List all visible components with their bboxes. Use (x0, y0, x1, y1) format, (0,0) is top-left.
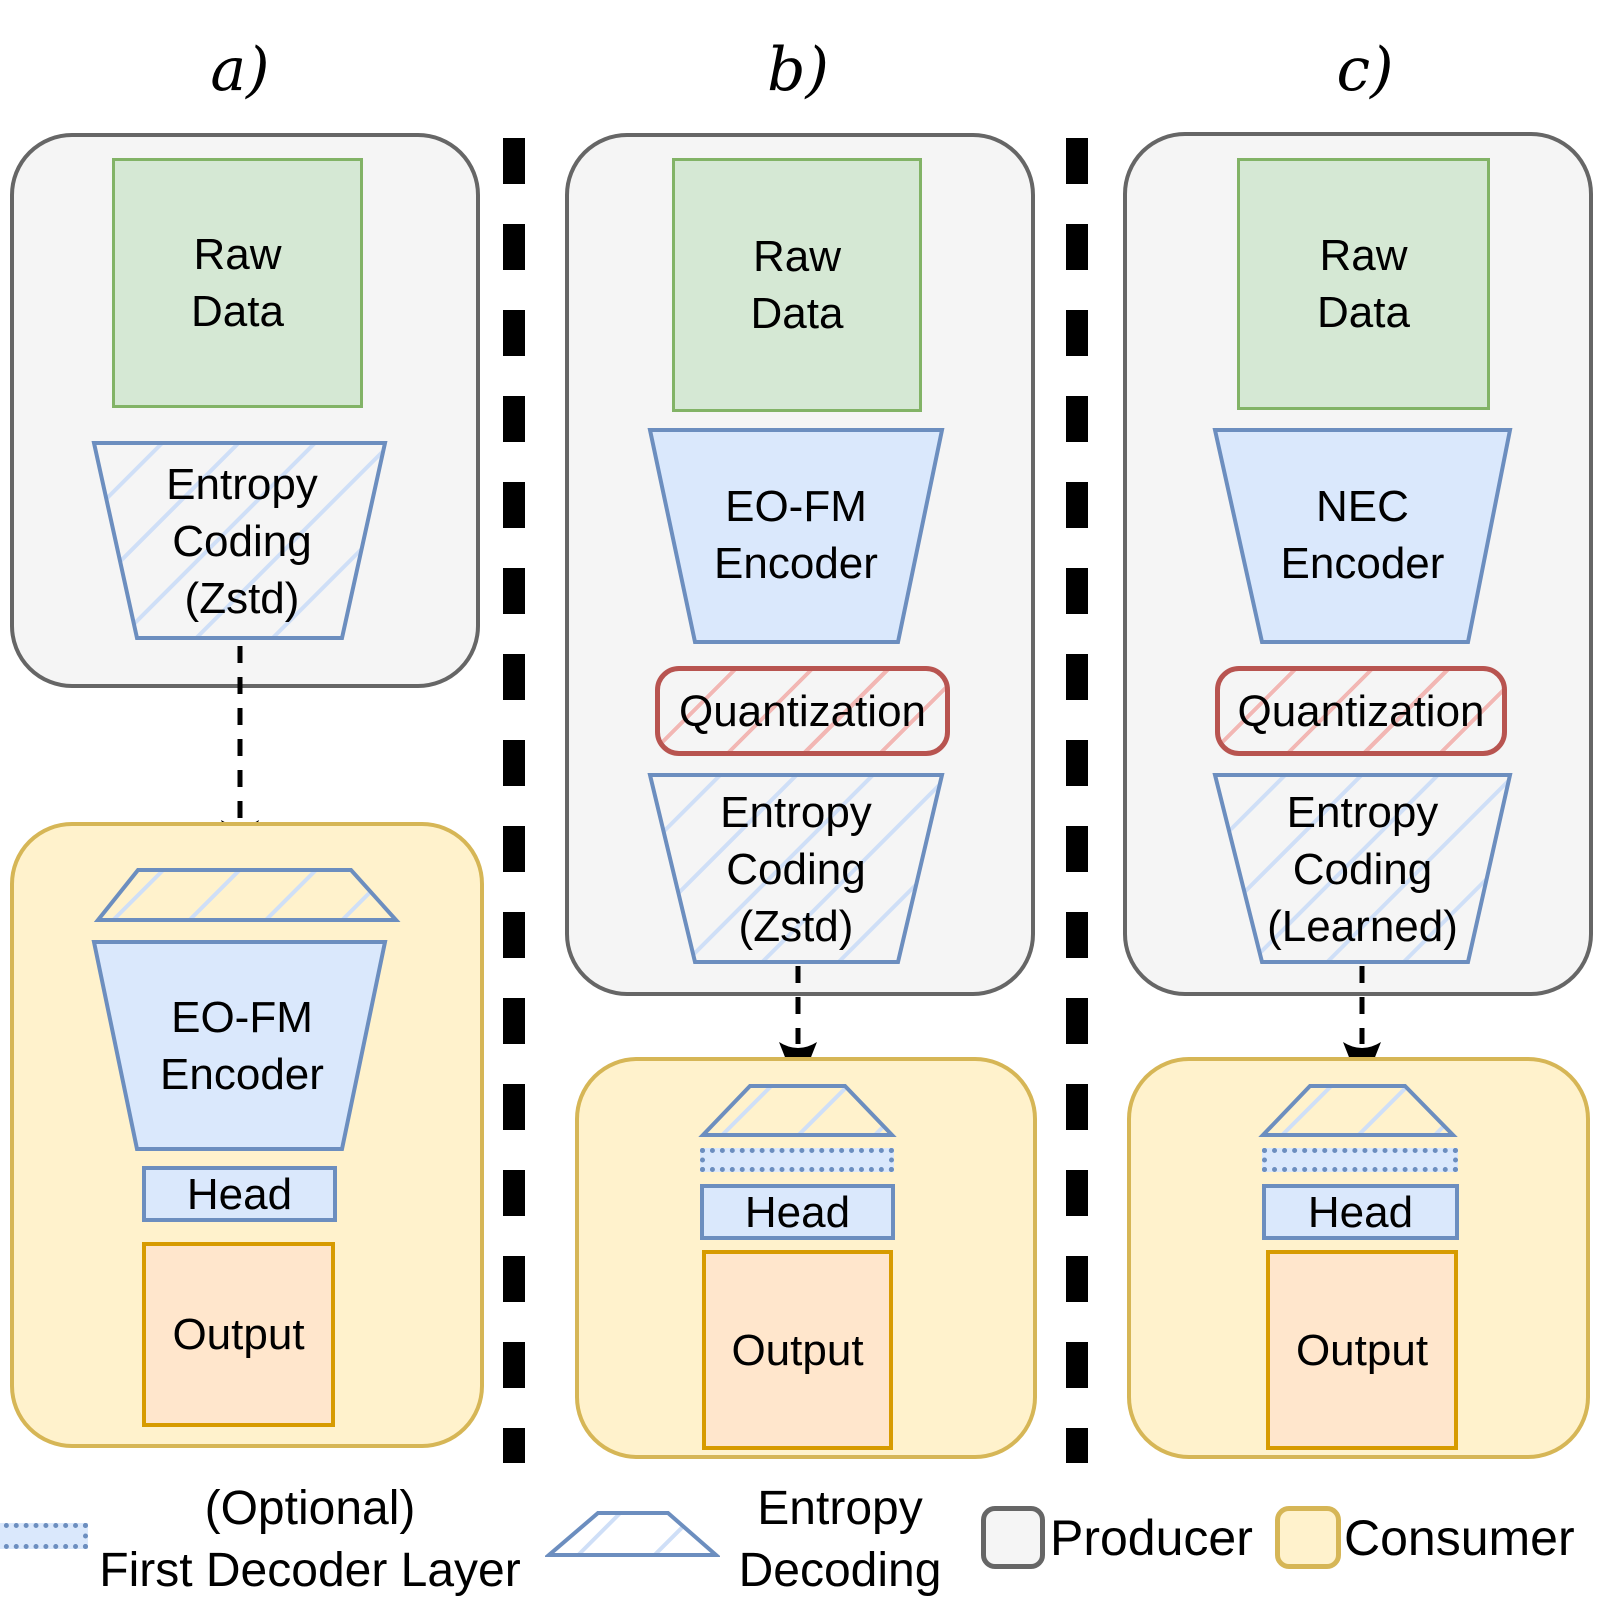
legend-consumer-swatch (1275, 1506, 1341, 1569)
panel-a-output-box: Output (142, 1242, 335, 1427)
column-divider-2 (1066, 138, 1088, 1463)
panel-b-output-box: Output (702, 1250, 893, 1450)
column-divider-1 (503, 138, 525, 1463)
panel-c-raw-data-box: Raw Data (1237, 158, 1490, 410)
panel-a-encoder-label: EO-FM Encoder (160, 993, 324, 1099)
panel-a-label: a) (210, 35, 270, 105)
legend-first-decoder-layer-label: (Optional) First Decoder Layer (99, 1482, 521, 1597)
panel-a-entropy-decoding-trapezoid (93, 868, 401, 922)
panel-b-head-box: Head (700, 1184, 895, 1240)
panel-c-first-decoder-layer-box (1262, 1148, 1458, 1172)
panel-b-raw-data-box: Raw Data (672, 158, 922, 412)
panel-a-encoder-trapezoid (91, 940, 388, 1151)
panel-a-entropy-coding-trapezoid (91, 441, 388, 640)
panel-c-head-box: Head (1262, 1184, 1459, 1240)
panel-c-encoder-trapezoid (1212, 428, 1513, 644)
panel-c-output-box: Output (1266, 1250, 1458, 1450)
legend-producer-label: Producer (1050, 1509, 1253, 1566)
panel-c-entropy-decoding-trapezoid (1258, 1084, 1458, 1137)
panel-b-label: b) (767, 35, 829, 105)
legend-first-decoder-layer-swatch (0, 1523, 88, 1549)
panel-a-raw-data-box: Raw Data (112, 158, 363, 408)
legend-entropy-decoding-swatch (545, 1511, 720, 1557)
panel-b-first-decoder-layer-box (700, 1148, 894, 1172)
legend-producer-swatch (981, 1506, 1045, 1569)
panel-b-encoder-label: EO-FM Encoder (714, 482, 878, 588)
legend-entropy-decoding-label: Entropy Decoding (738, 1482, 942, 1597)
panel-a-head-box: Head (142, 1166, 337, 1222)
panel-b-quantization-box: Quantization (655, 666, 950, 756)
panel-b-entropy-decoding-trapezoid (698, 1084, 897, 1137)
panel-c-quantization-box: Quantization (1215, 666, 1507, 756)
panel-c-label: c) (1336, 35, 1394, 105)
legend-consumer-label: Consumer (1344, 1509, 1575, 1566)
panel-c-entropy-coding-label: Entropy Coding (Learned) (1267, 787, 1458, 951)
panel-b-entropy-coding-trapezoid (647, 773, 945, 964)
panel-a-entropy-coding-label: Entropy Coding (Zstd) (166, 459, 318, 623)
panel-b-encoder-trapezoid (647, 428, 945, 644)
panel-b-entropy-coding-label: Entropy Coding (Zstd) (720, 787, 872, 951)
panel-c-entropy-coding-trapezoid (1212, 773, 1513, 964)
panel-c-encoder-label: NEC Encoder (1280, 482, 1445, 588)
